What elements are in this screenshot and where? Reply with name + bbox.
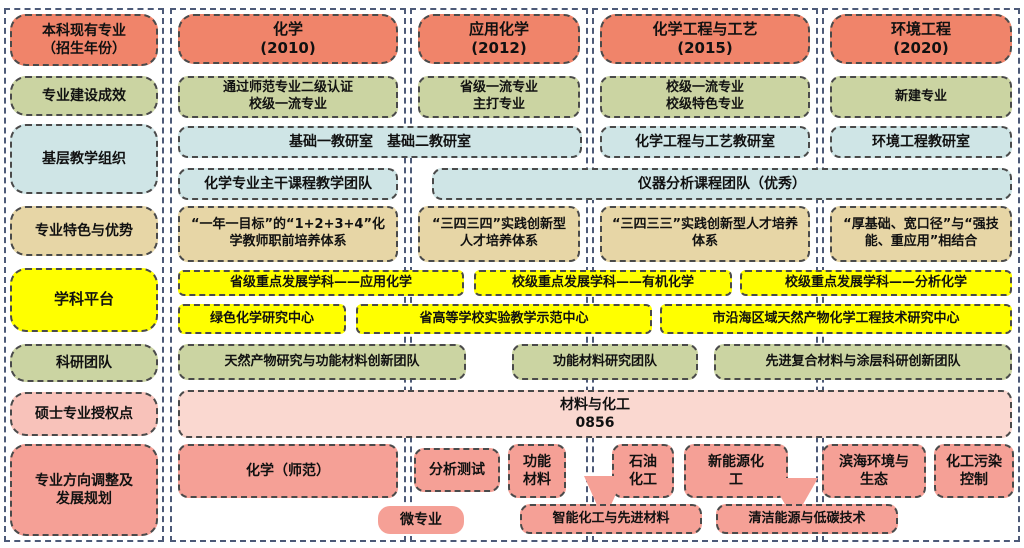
achievement-box-environmental: 新建专业 [830, 76, 1012, 118]
teaching-office-basic: 基础一教研室 基础二教研室 [178, 126, 582, 158]
platform-box-coastal-center: 市沿海区域天然产物化学工程技术研究中心 [660, 304, 1012, 334]
research-team-functional-materials: 功能材料研究团队 [512, 344, 698, 380]
feature-box-applied-chemistry: “三四三四”实践创新型人才培养体系 [418, 206, 580, 262]
teaching-team-instrumental: 仪器分析课程团队（优秀） [432, 168, 1012, 200]
row-label-undergrad-programs: 本科现有专业 （招生年份） [10, 14, 158, 66]
feature-box-chemistry: “一年一目标”的“1+2+3+4”化学教师职前培养体系 [178, 206, 398, 262]
direction-box-new-energy: 新能源化 工 [684, 444, 788, 498]
micro-major-box-clean-energy: 清洁能源与低碳技术 [716, 504, 898, 534]
left-column-frame [4, 8, 164, 542]
row-label-discipline-platforms: 学科平台 [10, 268, 158, 332]
discipline-box-analytical-chemistry: 校级重点发展学科——分析化学 [740, 270, 1012, 296]
micro-major-label: 微专业 [378, 506, 464, 534]
platform-box-demo-center: 省高等学校实验教学示范中心 [356, 304, 652, 334]
direction-box-petrochemical: 石油 化工 [612, 444, 674, 498]
row-label-program-features: 专业特色与优势 [10, 206, 158, 256]
program-header-chemistry: 化学 (2010) [178, 14, 398, 64]
teaching-office-env-eng: 环境工程教研室 [830, 126, 1012, 158]
program-header-chemical-engineering: 化学工程与工艺 (2015) [600, 14, 810, 64]
direction-box-pollution-control: 化工污染 控制 [934, 444, 1014, 498]
direction-box-coastal-environment: 滨海环境与 生态 [822, 444, 926, 498]
row-label-teaching-organizations: 基层教学组织 [10, 124, 158, 194]
program-header-environmental-engineering: 环境工程 (2020) [830, 14, 1012, 64]
direction-box-chemistry-normal: 化学（师范） [178, 444, 398, 498]
teaching-office-chem-eng: 化学工程与工艺教研室 [600, 126, 810, 158]
master-authorization-box: 材料与化工 0856 [178, 390, 1012, 438]
row-label-direction-planning: 专业方向调整及 发展规划 [10, 444, 158, 536]
direction-box-analytical-testing: 分析测试 [414, 448, 500, 492]
direction-box-functional-materials: 功能 材料 [508, 444, 566, 498]
achievement-box-chemical-engineering: 校级一流专业 校级特色专业 [600, 76, 810, 118]
research-team-natural-products: 天然产物研究与功能材料创新团队 [178, 344, 466, 380]
discipline-box-organic-chemistry: 校级重点发展学科——有机化学 [474, 270, 732, 296]
feature-box-chemical-engineering: “三四三三”实践创新型人才培养体系 [600, 206, 810, 262]
row-label-research-teams: 科研团队 [10, 344, 158, 382]
micro-major-box-smart-chemical: 智能化工与先进材料 [520, 504, 702, 534]
achievement-box-chemistry: 通过师范专业二级认证 校级一流专业 [178, 76, 398, 118]
achievement-box-applied-chemistry: 省级一流专业 主打专业 [418, 76, 580, 118]
feature-box-environmental: “厚基础、宽口径”与“强技能、重应用”相结合 [830, 206, 1012, 262]
teaching-team-core-courses: 化学专业主干课程教学团队 [178, 168, 398, 200]
row-label-program-achievements: 专业建设成效 [10, 76, 158, 116]
discipline-box-applied-chemistry: 省级重点发展学科——应用化学 [178, 270, 464, 296]
research-team-composite-coatings: 先进复合材料与涂层科研创新团队 [714, 344, 1012, 380]
platform-box-green-chemistry: 绿色化学研究中心 [178, 304, 346, 334]
row-label-master-authorization: 硕士专业授权点 [10, 392, 158, 436]
program-header-applied-chemistry: 应用化学 (2012) [418, 14, 580, 64]
